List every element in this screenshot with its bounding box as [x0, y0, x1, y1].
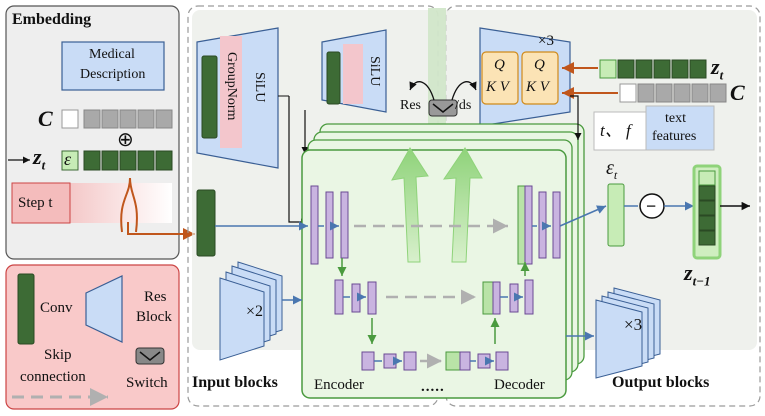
legend-switch-icon [135, 347, 165, 365]
decoder-level2 [482, 279, 533, 315]
tf-label: t、 f [600, 121, 631, 140]
groupnorm-band [220, 36, 242, 148]
decoder-level1 [517, 185, 560, 265]
step-gradient [60, 183, 172, 223]
c-symbol: C [38, 106, 53, 131]
silu-band [343, 44, 363, 104]
silu-label-1: SiLU [252, 72, 267, 103]
encoder-level2 [334, 279, 376, 315]
qkv-box-2 [521, 51, 559, 105]
encoder-level1 [310, 185, 348, 265]
epsilon-output-block [607, 183, 625, 247]
silu-conv [326, 51, 341, 105]
kv-label-2: K V [526, 79, 549, 95]
text-features-line1: text [665, 111, 686, 126]
zt-eps-cell [599, 59, 617, 79]
legend-skip-label2: connection [20, 369, 86, 385]
medical-description-line1: Medical [89, 47, 135, 62]
step-label: Step t [18, 195, 53, 211]
switch-right-arrow [451, 81, 477, 101]
output-resblock-stack [595, 287, 661, 379]
decoder-label: Decoder [494, 377, 545, 393]
input-resblock-stack [219, 261, 283, 361]
big-green-arrow-right [442, 147, 483, 263]
medical-description-box [61, 41, 165, 91]
qkv-multiplier: ×3 [538, 33, 554, 49]
legend-skip-label1: Skip [44, 347, 72, 363]
ds-label: /ds [455, 98, 472, 113]
input-stack-multiplier: ×2 [246, 303, 264, 320]
res-label: Res [400, 98, 421, 113]
legend-switch-label: Switch [126, 375, 168, 391]
decoder-level3 [445, 352, 509, 370]
z-token-row [83, 150, 173, 171]
c-empty-cell [61, 109, 79, 129]
z-out-column [698, 170, 716, 246]
z-out-label: zt−1 [684, 260, 711, 289]
step-box [11, 182, 71, 224]
output-blocks-title: Output blocks [612, 374, 710, 391]
legend-conv-label: Conv [40, 300, 73, 316]
zt-symbol-right: zt [711, 54, 724, 83]
legend-panel [5, 264, 180, 410]
zt-symbol: zt [33, 144, 46, 173]
minus-symbol: − [646, 196, 657, 216]
eps-cell [61, 150, 79, 171]
embedding-title: Embedding [12, 11, 92, 28]
groupnorm-label: GroupNorm [224, 52, 239, 121]
eps-symbol: ε [64, 149, 72, 169]
legend-resblock-icon [85, 275, 123, 343]
silu-label-2: SiLU [367, 56, 382, 87]
text-features-box [645, 105, 715, 151]
q-label-2: Q [534, 57, 545, 73]
ellipsis: ..... [421, 379, 445, 395]
c-token-row-right [637, 83, 727, 103]
qkv-box-1 [481, 51, 519, 105]
decoder-to-output-arrow [559, 205, 607, 227]
center-switch [428, 99, 458, 117]
kv-label-1: K V [486, 79, 509, 95]
legend-resblock-label2: Block [136, 309, 172, 325]
q-label-1: Q [494, 57, 505, 73]
attention-connector [570, 95, 582, 140]
plus-symbol: ⊕ [117, 129, 134, 151]
output-stack-multiplier: ×3 [624, 315, 643, 334]
eps-t-label: εt [606, 157, 618, 182]
step-to-input-arrow [127, 222, 195, 240]
encoder-level3 [361, 352, 417, 370]
input-conv [196, 189, 216, 257]
encoder-label: Encoder [314, 377, 364, 393]
big-green-arrow-left [391, 147, 429, 263]
zt-token-row-right [617, 59, 707, 79]
c-token-row [83, 109, 173, 129]
input-blocks-title: Input blocks [192, 374, 278, 391]
c-empty-cell-right [619, 83, 637, 103]
c-symbol-right: C [730, 80, 745, 105]
legend-conv-icon [17, 273, 35, 345]
text-features-line2: features [652, 129, 697, 144]
medical-description-line2: Description [80, 67, 146, 82]
legend-resblock-label1: Res [144, 289, 167, 305]
groupnorm-conv [201, 55, 218, 139]
switch-left-arrow [409, 81, 435, 101]
step-branch-line [120, 177, 138, 233]
